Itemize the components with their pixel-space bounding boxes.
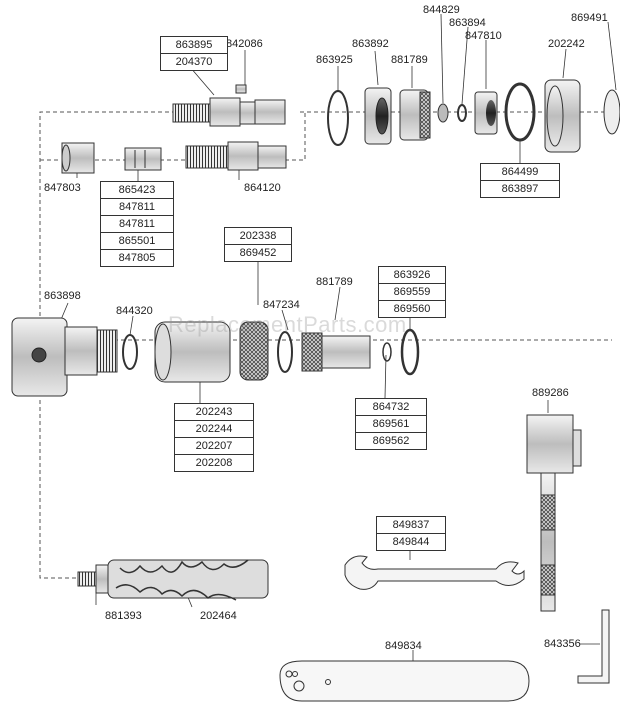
collet-865423	[124, 147, 162, 171]
label-864120: 864120	[244, 182, 281, 194]
label-863892: 863892	[352, 38, 389, 50]
oring-863925	[327, 90, 349, 146]
knurl-ring-202338	[239, 321, 269, 381]
gear-881789-top	[399, 89, 431, 141]
bearing-863892	[364, 87, 392, 145]
bearing-847810	[474, 91, 498, 135]
label-863925: 863925	[316, 54, 353, 66]
part-number: 869562	[356, 432, 426, 449]
part-number: 865501	[101, 232, 173, 249]
part-number: 204370	[161, 53, 227, 70]
label-863894: 863894	[449, 17, 486, 29]
part-number: 202244	[175, 420, 253, 437]
ring-864499	[504, 82, 536, 142]
part-number: 865423	[118, 184, 156, 196]
plate-849834	[279, 660, 530, 702]
label-844320: 844320	[116, 305, 153, 317]
label-863898: 863898	[44, 290, 81, 302]
part-number: 869560	[379, 300, 445, 317]
label-881789-top: 881789	[391, 54, 428, 66]
fitting-864120	[185, 141, 287, 171]
part-number: 847811	[101, 215, 173, 232]
housing-863898	[11, 317, 118, 397]
part-number: 847811	[101, 198, 173, 215]
nut-202242	[544, 79, 581, 153]
housing-202243	[154, 321, 231, 383]
label-843356: 843356	[544, 638, 581, 650]
label-847803: 847803	[44, 182, 81, 194]
group-863895: 863895 204370	[160, 36, 228, 71]
ring-863926	[400, 328, 420, 376]
washer-864732	[382, 342, 392, 362]
label-202464: 202464	[200, 610, 237, 622]
part-number: 869559	[379, 283, 445, 300]
fitting-842086	[172, 84, 286, 127]
part-number: 202243	[195, 406, 233, 418]
label-842086: 842086	[226, 38, 263, 50]
label-889286: 889286	[532, 387, 569, 399]
handle-881393	[77, 559, 269, 601]
part-number: 202338	[239, 230, 277, 242]
label-202242: 202242	[548, 38, 585, 50]
group-863926: 863926 869559 869560	[378, 266, 446, 318]
nut-847803	[61, 142, 95, 174]
washer-844829	[437, 103, 449, 123]
group-202338: 202338 869452	[224, 227, 292, 262]
part-number: 202208	[175, 454, 253, 471]
gear-881789-mid	[301, 332, 371, 372]
label-869491: 869491	[571, 12, 608, 24]
part-number: 863895	[175, 39, 213, 51]
part-number: 847805	[101, 249, 173, 266]
group-865423: 865423 847811 847811 865501 847805	[100, 181, 174, 267]
spindle-889286	[526, 414, 582, 612]
part-number: 202207	[175, 437, 253, 454]
hex-key-843356	[577, 609, 610, 684]
watermark: ReplacementParts.com	[168, 312, 407, 337]
label-881393: 881393	[105, 610, 142, 622]
clip-863894	[457, 104, 467, 122]
oring-844320	[122, 334, 138, 370]
wrench-849837	[344, 555, 525, 590]
label-844829: 844829	[423, 4, 460, 16]
part-number: 864499	[501, 166, 539, 178]
group-202243: 202243 202244 202207 202208	[174, 403, 254, 472]
label-847810: 847810	[465, 30, 502, 42]
label-849834: 849834	[385, 640, 422, 652]
part-number: 863897	[481, 180, 559, 197]
part-number: 869452	[225, 244, 291, 261]
part-number: 864732	[372, 401, 410, 413]
part-number: 869561	[356, 415, 426, 432]
oring-847234	[277, 331, 293, 373]
part-number: 863926	[393, 269, 431, 281]
disc-869491	[603, 89, 620, 135]
label-847234: 847234	[263, 299, 300, 311]
group-849837: 849837 849844	[376, 516, 446, 551]
group-864732: 864732 869561 869562	[355, 398, 427, 450]
part-number: 849837	[392, 519, 430, 531]
part-number: 849844	[377, 533, 445, 550]
label-881789-mid: 881789	[316, 276, 353, 288]
group-864499: 864499 863897	[480, 163, 560, 198]
